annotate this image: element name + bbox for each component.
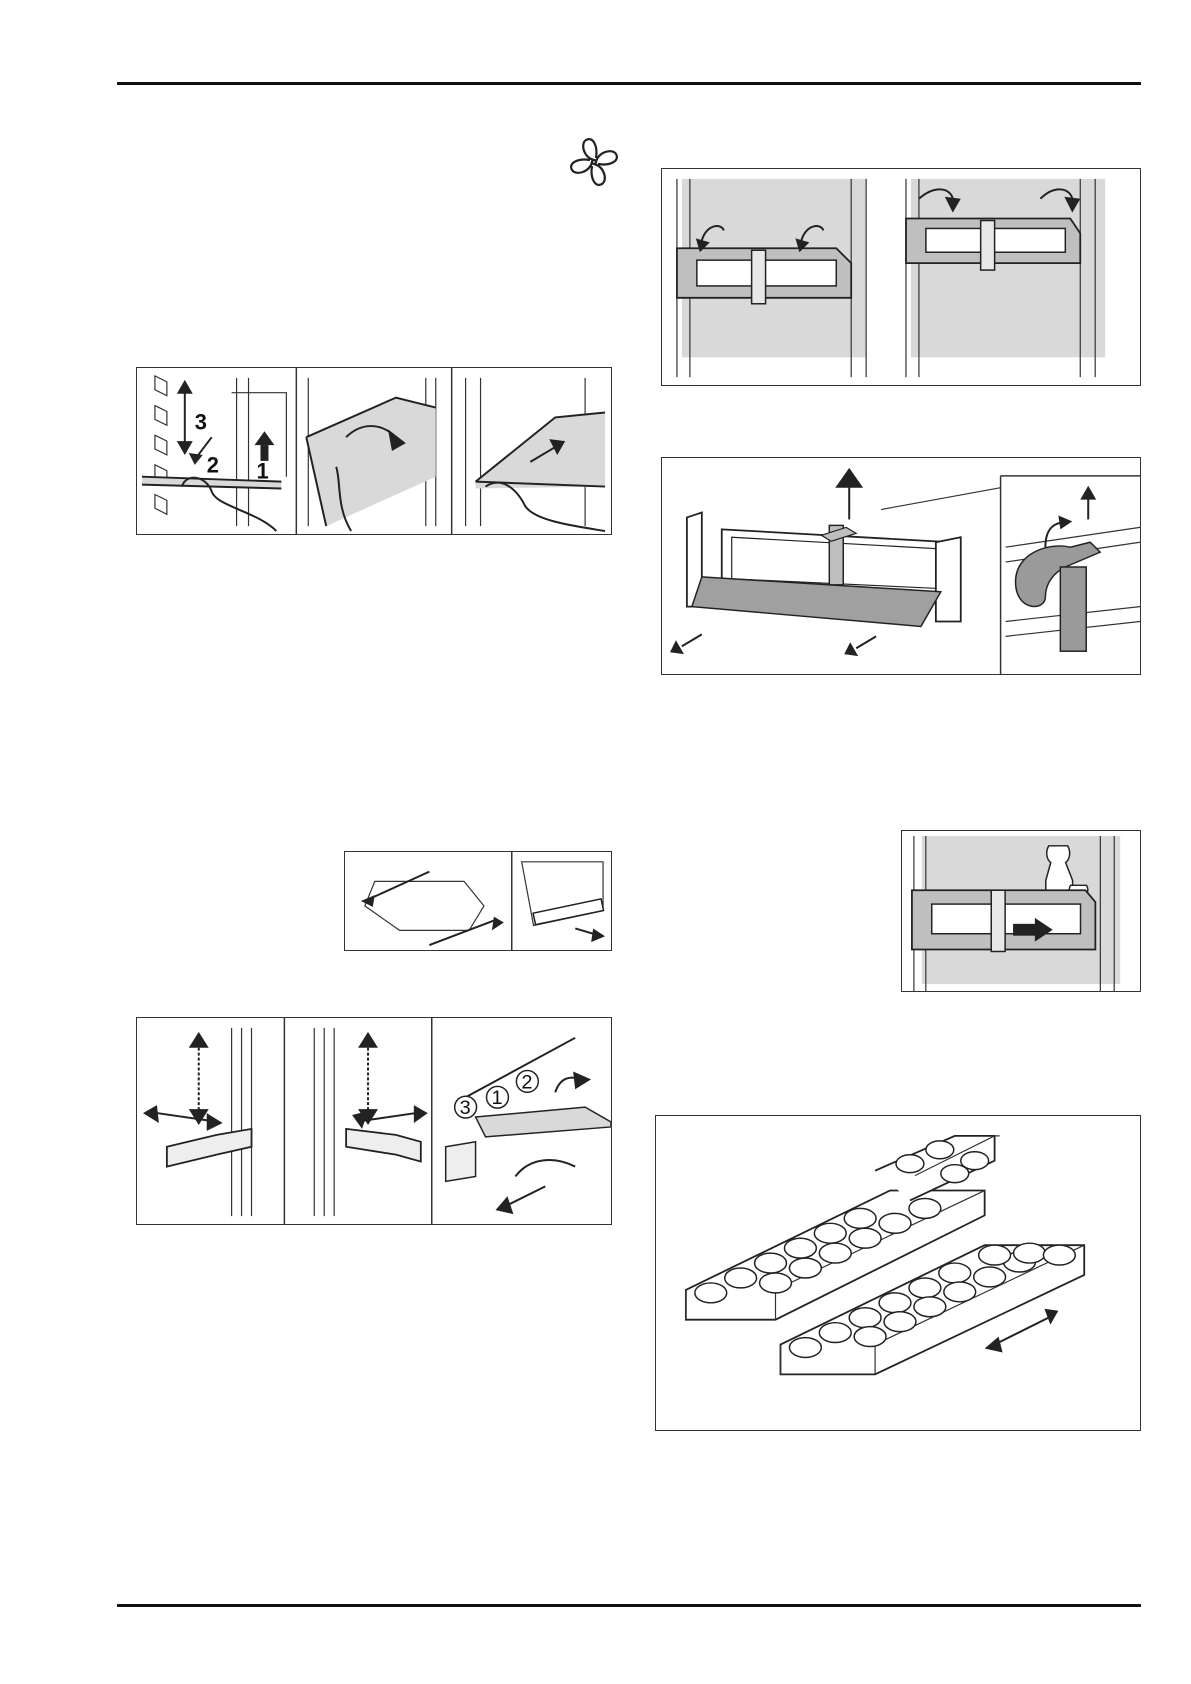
door-rack-reposition-figure <box>661 168 1141 386</box>
shelf-removal-figure: 3 2 1 <box>136 367 612 535</box>
bottle-retainer-figure <box>901 830 1141 992</box>
circled-label-1: 1 <box>492 1087 503 1109</box>
panel-2 <box>306 378 435 531</box>
header-rule <box>117 82 1141 85</box>
shelf-support-removal-figure: 3 1 2 <box>136 1017 612 1225</box>
footer-rule <box>117 1604 1141 1607</box>
fan-icon <box>566 134 622 190</box>
step-label-1: 1 <box>256 459 268 484</box>
shelf-edge-strip-figure <box>344 851 612 951</box>
circled-label-3: 3 <box>460 1097 471 1119</box>
step-label-2: 2 <box>207 453 219 478</box>
circled-label-2: 2 <box>521 1071 532 1093</box>
panel-3 <box>466 378 605 531</box>
egg-tray-figure <box>655 1115 1141 1431</box>
step-label-3: 3 <box>195 409 207 434</box>
door-rack-removal-figure <box>661 457 1141 675</box>
